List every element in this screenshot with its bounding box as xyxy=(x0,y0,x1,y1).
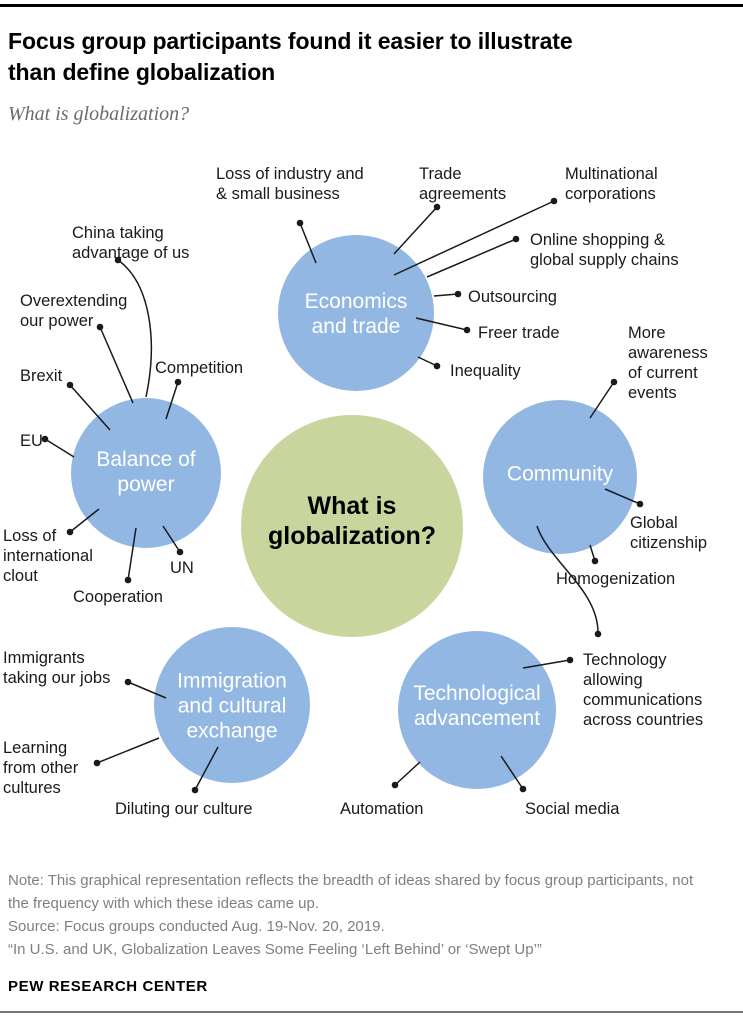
concept-homogenization: Homogenization xyxy=(556,570,676,588)
leader-line xyxy=(415,317,468,331)
leader-dot xyxy=(550,197,558,205)
concept-china-taking-advantage: China taking advantage of us xyxy=(72,224,190,262)
leader-dot xyxy=(594,630,602,638)
footer-note: Note: This graphical representation refl… xyxy=(8,872,694,912)
chart-subtitle: What is globalization? xyxy=(8,103,190,125)
leader-dot xyxy=(176,548,184,556)
concept-outsourcing: Outsourcing xyxy=(468,288,557,306)
leader-dot xyxy=(433,362,441,370)
leader-curve xyxy=(117,259,153,398)
leader-line xyxy=(69,384,111,431)
leader-dot xyxy=(191,786,199,794)
bubble-label-technology: Technological advancement xyxy=(413,682,541,730)
globalization-bubble-diagram: Economics and trade Balance of power Com… xyxy=(0,150,743,840)
header: Focus group participants found it easier… xyxy=(8,26,735,126)
leader-dot xyxy=(512,235,520,243)
footer-source: Source: Focus groups conducted Aug. 19-N… xyxy=(8,918,385,935)
leader-lines xyxy=(44,200,641,791)
leader-line xyxy=(96,737,160,764)
leader-dot xyxy=(566,656,574,664)
leader-dot xyxy=(591,557,599,565)
leader-dot xyxy=(454,290,462,298)
concept-immigrants-jobs: Immigrants taking our jobs xyxy=(3,649,111,687)
concept-learning-cultures: Learning from other cultures xyxy=(3,739,79,797)
concept-freer-trade: Freer trade xyxy=(478,324,560,342)
center-question-label: What is globalization? xyxy=(267,492,437,550)
top-rule xyxy=(0,4,743,7)
leader-line xyxy=(394,761,421,786)
leader-dot xyxy=(93,759,101,767)
leader-dot xyxy=(66,381,74,389)
leader-dot xyxy=(610,378,618,386)
leader-dot xyxy=(41,435,49,443)
leader-line xyxy=(393,206,438,255)
concept-eu: EU xyxy=(20,432,43,450)
concept-un: UN xyxy=(170,559,194,577)
footer-rule xyxy=(0,1011,743,1013)
immigration-circle xyxy=(154,627,310,783)
leader-line xyxy=(299,222,317,264)
leader-line xyxy=(417,356,438,367)
concept-diluting-culture: Diluting our culture xyxy=(115,800,253,818)
leader-line xyxy=(44,438,75,458)
leader-dot xyxy=(463,326,471,334)
page-title: Focus group participants found it easier… xyxy=(8,28,573,85)
concept-social-media: Social media xyxy=(525,800,620,818)
concept-competition: Competition xyxy=(155,359,244,377)
leader-dot xyxy=(391,781,399,789)
concept-global-citizenship: Global citizenship xyxy=(630,514,708,552)
concept-brexit: Brexit xyxy=(20,367,63,385)
leader-curve xyxy=(536,525,599,635)
concept-overextending-power: Overextending our power xyxy=(20,292,128,330)
concept-cooperation: Cooperation xyxy=(73,588,163,606)
concept-inequality: Inequality xyxy=(450,362,521,380)
balance-of-power-circle xyxy=(71,398,221,548)
leader-line xyxy=(194,746,219,791)
concept-technology-communications: Technology allowing communications acros… xyxy=(583,651,704,729)
concept-online-shopping: Online shopping & global supply chains xyxy=(530,231,679,269)
footer: Note: This graphical representation refl… xyxy=(8,869,735,998)
leader-line xyxy=(589,381,615,419)
leader-line xyxy=(604,488,641,505)
concept-automation: Automation xyxy=(340,800,424,818)
leader-dot xyxy=(124,678,132,686)
leader-dot xyxy=(174,378,182,386)
leader-line xyxy=(500,755,524,790)
technology-circle xyxy=(398,631,556,789)
leader-line xyxy=(69,508,100,533)
leader-line xyxy=(99,326,134,404)
leader-dot xyxy=(519,785,527,793)
leader-line xyxy=(127,527,137,581)
diagram-canvas xyxy=(41,197,644,794)
concept-trade-agreements: Trade agreements xyxy=(419,165,507,203)
leader-line xyxy=(127,681,167,699)
bubble-label-balance-of-power: Balance of power xyxy=(96,448,196,496)
leader-dot xyxy=(96,323,104,331)
leader-dots xyxy=(41,197,644,794)
leader-dot xyxy=(114,256,122,264)
concept-loss-of-industry: Loss of industry and & small business xyxy=(216,165,364,203)
leader-line xyxy=(165,381,179,420)
center-question-circle xyxy=(241,415,463,637)
leader-dot xyxy=(124,576,132,584)
leader-line xyxy=(393,200,555,276)
leader-dot xyxy=(66,528,74,536)
leader-line xyxy=(162,525,181,553)
leader-dot xyxy=(296,219,304,227)
leader-line xyxy=(426,238,517,278)
concept-more-awareness: More awareness of current events xyxy=(628,324,708,402)
concept-loss-international-clout: Loss of international clout xyxy=(3,527,93,585)
leader-dot xyxy=(636,500,644,508)
footer-report-title: “In U.S. and UK, Globalization Leaves So… xyxy=(8,941,542,958)
community-circle xyxy=(483,400,637,554)
leader-dot xyxy=(433,203,441,211)
bubble-label-community: Community xyxy=(506,462,614,486)
bubble-label-economics-and-trade: Economics and trade xyxy=(304,290,408,338)
leader-line xyxy=(522,659,571,669)
concept-multinational-corporations: Multinational corporations xyxy=(565,165,658,203)
brand-pew-research-center: PEW RESEARCH CENTER xyxy=(8,978,208,995)
bubble-label-immigration: Immigration and cultural exchange xyxy=(177,669,287,743)
leader-line xyxy=(433,293,459,297)
